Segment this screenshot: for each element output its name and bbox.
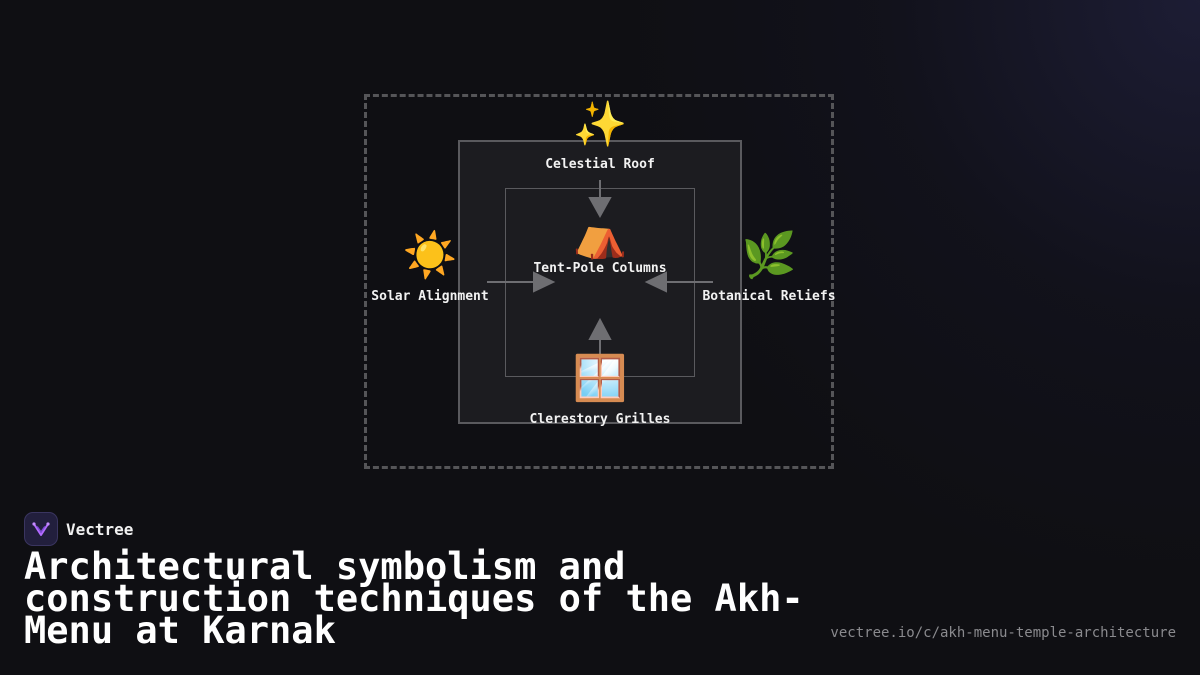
window-icon: 🪟 [572,353,628,404]
brand: Vectree [24,512,133,546]
sparkles-icon: ✨ [572,99,628,150]
node-label-tent-pole-columns: Tent-Pole Columns [533,261,667,276]
arrowhead-solar-to-columns [533,271,556,293]
outer-dashed-boundary [364,94,834,469]
node-label-celestial-roof: Celestial Roof [545,157,655,172]
page-title: Architectural symbolism and construction… [24,545,804,652]
arrowhead-roof-to-columns [588,197,612,219]
source-url: vectree.io/c/akh-menu-temple-architectur… [830,625,1176,641]
node-label-botanical-reliefs: Botanical Reliefs [702,289,836,304]
arrowhead-botanical-to-columns [644,271,667,293]
node-label-clerestory-grilles: Clerestory Grilles [529,412,671,427]
herb-icon: 🌿 [741,230,797,281]
vectree-logo-icon [24,512,58,546]
arrowhead-clerestory-to-columns [588,317,612,340]
sun-icon: ☀️ [402,230,458,281]
tent-icon: ⛺ [572,210,628,261]
brand-name: Vectree [66,519,134,539]
node-label-solar-alignment: Solar Alignment [371,289,489,304]
